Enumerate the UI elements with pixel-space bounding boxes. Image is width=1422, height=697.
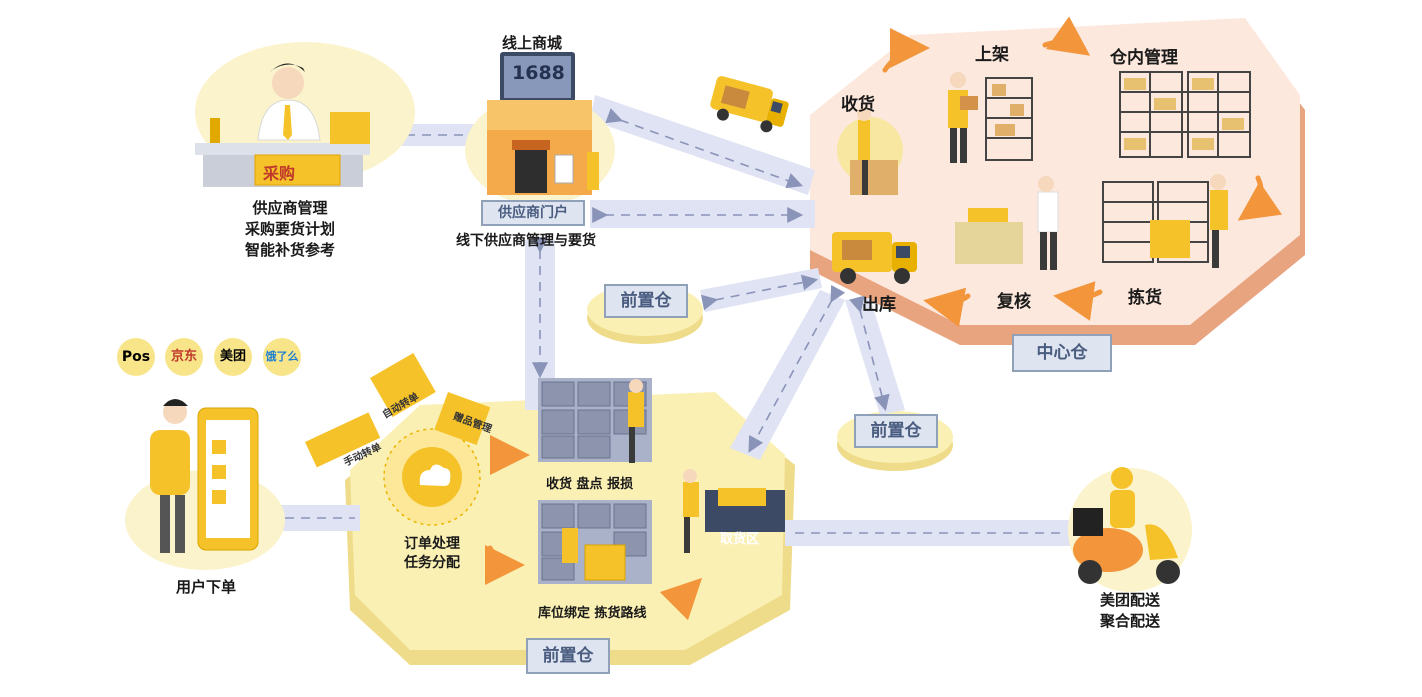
front-warehouse-upper-box: 前置仓 (604, 284, 688, 318)
order-processing-line-1: 订单处理 (404, 536, 460, 552)
delivery-line-2: 聚合配送 (1099, 612, 1160, 630)
procurement-line-2: 采购要货计划 (244, 220, 335, 238)
order-processing-emblem (305, 353, 491, 526)
step-receive: 收货 (841, 95, 875, 115)
procurement-illustration (195, 42, 415, 187)
supplier-storefront (465, 52, 615, 205)
delivery-van-top (710, 76, 789, 133)
online-mall-title: 线上商城 (502, 34, 563, 52)
scooter-rider-illustration (1068, 467, 1192, 592)
step-pick: 拣货 (1128, 288, 1162, 308)
step-warehouse-management: 仓内管理 (1110, 48, 1178, 68)
order-processing-caption: 订单处理 任务分配 (397, 535, 467, 573)
channel-jd: 京东 (165, 338, 203, 376)
channel-meituan: 美团 (214, 338, 252, 376)
store-stocktake: 盘点 (576, 477, 603, 492)
front-warehouse-shelves (538, 378, 785, 584)
front-warehouse-right-box: 前置仓 (854, 414, 938, 448)
dashed-arrows (285, 108, 1060, 534)
store-damage: 报损 (607, 477, 634, 492)
central-process-arrows (484, 16, 1283, 621)
user-order-label: 用户下单 (176, 578, 237, 596)
procurement-sign: 采购 (263, 164, 296, 183)
central-warehouse-scene (832, 71, 1251, 284)
store-binding-row: 库位绑定 拣货路线 (538, 602, 647, 621)
store-location-binding: 库位绑定 (538, 606, 591, 621)
order-processing-line-2: 任务分配 (404, 555, 460, 571)
procurement-line-1: 供应商管理 (252, 199, 328, 217)
pickup-area-label: 取货区 (720, 532, 760, 547)
step-check: 复核 (997, 292, 1031, 312)
procurement-line-3: 智能补货参考 (244, 241, 335, 259)
delivery-line-1: 美团配送 (1099, 591, 1160, 609)
channel-pos: Pos (117, 338, 155, 376)
step-shelve: 上架 (975, 45, 1009, 65)
procurement-caption: 供应商管理 采购要货计划 智能补货参考 (215, 198, 365, 261)
user-illustration (125, 399, 285, 570)
supplier-portal-box: 供应商门户 (481, 200, 585, 226)
front-warehouse-main-box: 前置仓 (526, 638, 610, 674)
channel-eleme: 饿了么 (263, 338, 301, 376)
mall-screen-text: 1688 (512, 62, 565, 84)
central-warehouse-box: 中心仓 (1012, 334, 1112, 372)
store-receive-row: 收货 盘点 报损 (546, 473, 633, 492)
delivery-caption: 美团配送 聚合配送 (1080, 590, 1180, 632)
supplier-portal-caption: 线下供应商管理与要货 (456, 233, 596, 249)
step-outbound: 出库 (862, 295, 896, 315)
store-receive: 收货 (546, 477, 573, 492)
store-pick-route: 拣货路线 (594, 606, 647, 621)
